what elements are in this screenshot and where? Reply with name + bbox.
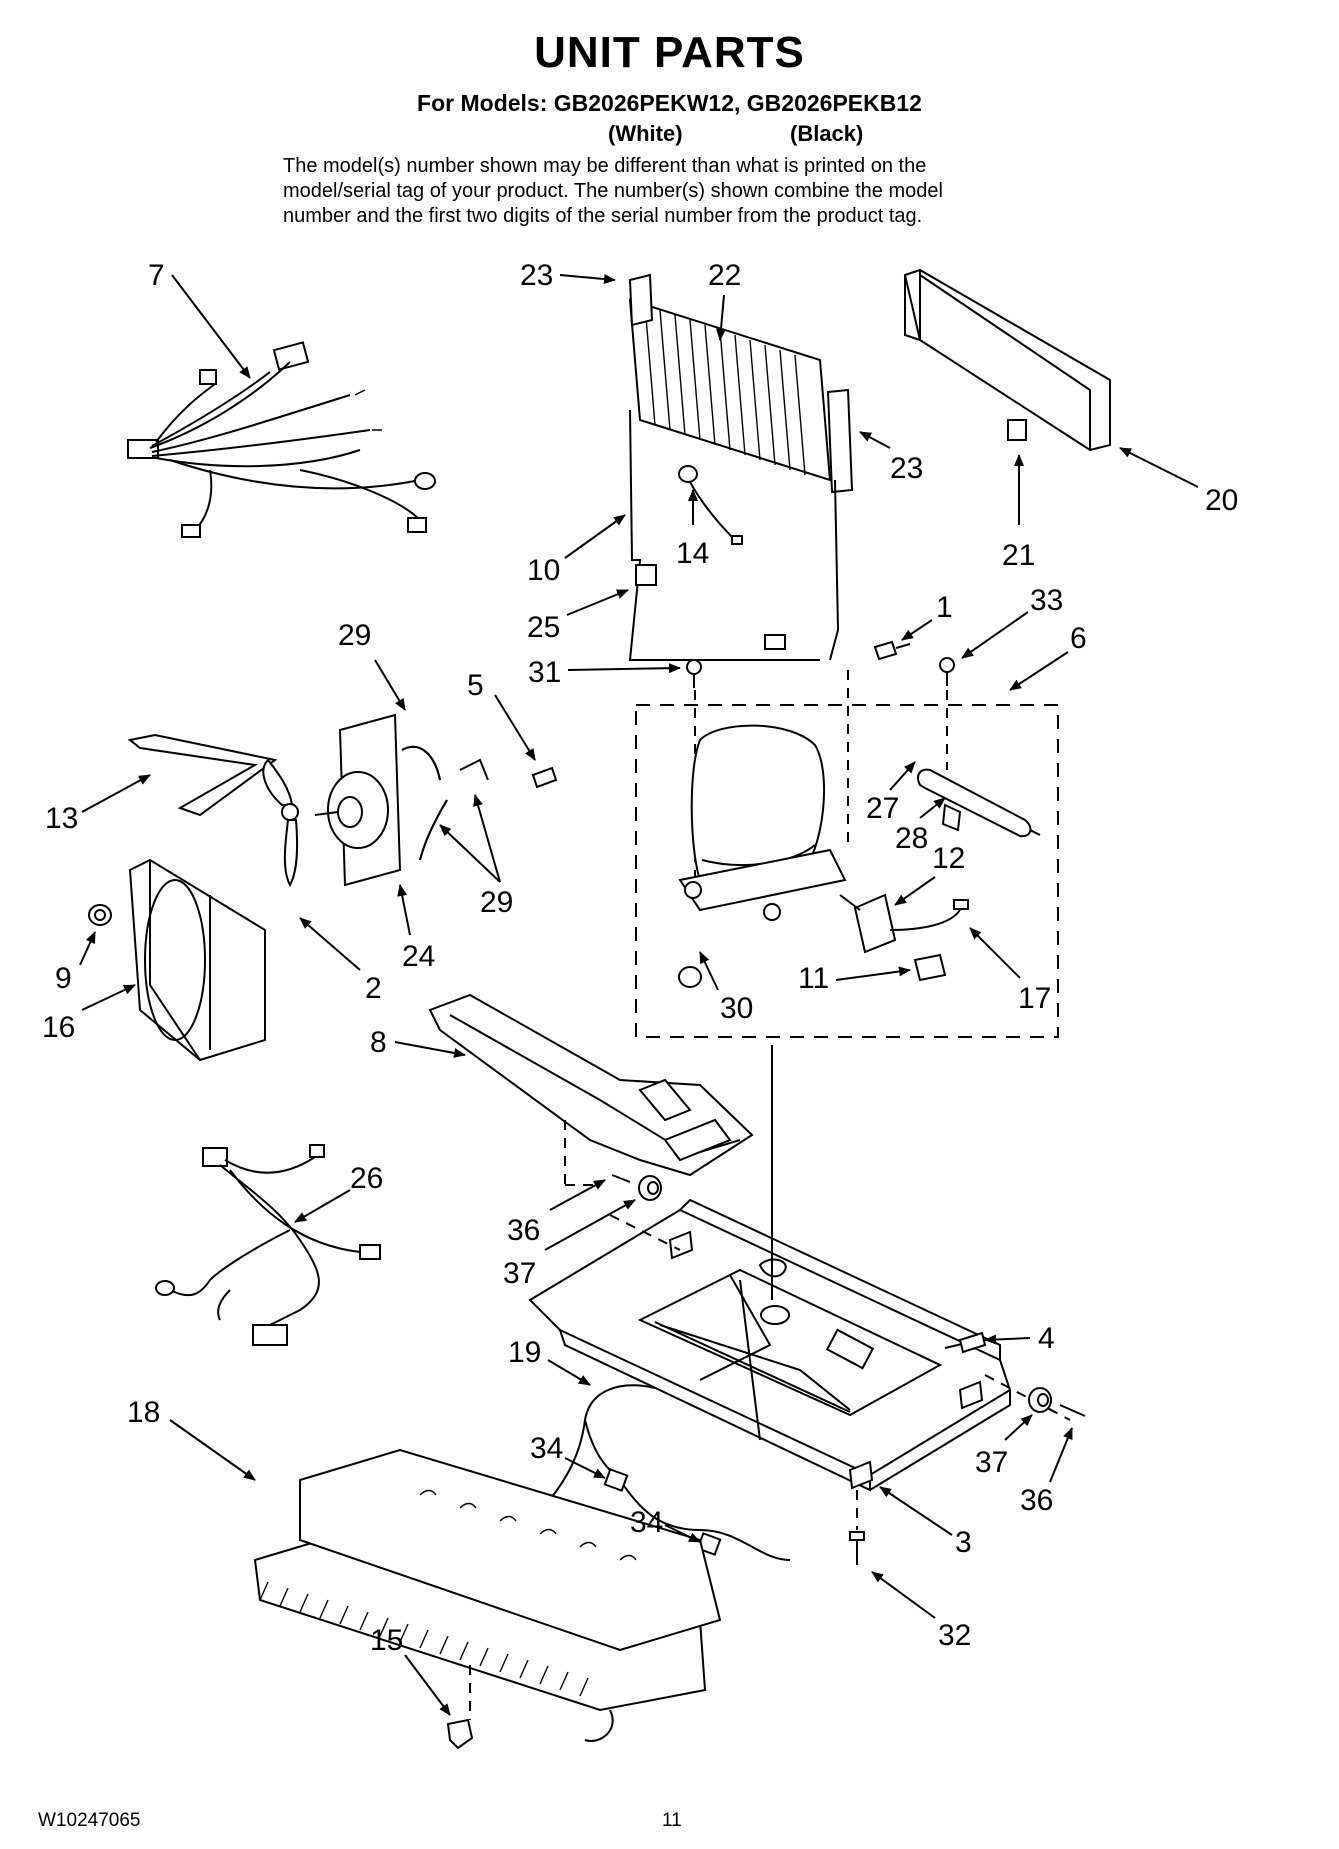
condenser-18 — [253, 1448, 722, 1742]
evaporator-22 — [628, 273, 854, 661]
callout-6: 6 — [1070, 622, 1087, 655]
cover-20 — [903, 268, 1111, 452]
callout-28: 28 — [895, 822, 928, 855]
callout-5: 5 — [467, 669, 484, 702]
callout-36: 36 — [1020, 1484, 1053, 1517]
screw-33 — [939, 657, 955, 686]
callout-12: 12 — [932, 842, 965, 875]
callout-22: 22 — [708, 259, 741, 292]
callout-29: 29 — [338, 619, 371, 652]
callout-16: 16 — [42, 1011, 75, 1044]
callout-18: 18 — [127, 1396, 160, 1429]
variant-black: (Black) — [790, 121, 864, 146]
callout-20: 20 — [1205, 484, 1238, 517]
callout-33: 33 — [1030, 584, 1063, 617]
fan-motor-24 — [314, 713, 402, 887]
base-plate — [528, 1045, 1071, 1492]
callout-13: 13 — [45, 802, 78, 835]
clip-15 — [446, 1718, 474, 1750]
callout-25: 25 — [527, 611, 560, 644]
note-line: number and the first two digits of the s… — [283, 205, 923, 227]
callout-24: 24 — [402, 940, 435, 973]
note-line: model/serial tag of your product. The nu… — [283, 180, 943, 202]
wire-harness-26 — [155, 1144, 381, 1346]
tube-29 — [401, 745, 489, 861]
grommet-9 — [88, 904, 112, 926]
callout-14: 14 — [676, 537, 709, 570]
callout-30: 30 — [720, 992, 753, 1025]
fan-shroud-16 — [128, 858, 266, 1062]
callout-23: 23 — [890, 452, 923, 485]
callout-36: 36 — [507, 1214, 540, 1247]
callout-labels: 7 23 22 23 20 21 10 14 25 1 33 6 — [42, 259, 1238, 1716]
callout-8: 8 — [370, 1026, 387, 1059]
document-number: W10247065 — [38, 1810, 141, 1831]
grommet-37-left — [638, 1175, 662, 1201]
grommet-37-right — [1028, 1387, 1052, 1413]
callout-3: 3 — [955, 1526, 972, 1559]
fan-blade-2 — [262, 758, 299, 888]
insulator-34a — [603, 1468, 629, 1492]
callout-15: 15 — [370, 1624, 403, 1657]
callout-10: 10 — [527, 554, 560, 587]
callout-23: 23 — [520, 259, 553, 292]
screw-4 — [944, 1331, 987, 1354]
callout-17: 17 — [1018, 982, 1051, 1015]
screw-31 — [686, 659, 702, 688]
drain-pan-8 — [428, 993, 754, 1177]
callout-34: 34 — [630, 1506, 663, 1539]
relay-12 — [839, 893, 897, 954]
overload-11 — [913, 953, 947, 982]
callout-29: 29 — [480, 886, 513, 919]
callout-11: 11 — [798, 962, 829, 995]
page-title: UNIT PARTS — [534, 28, 805, 77]
model-number-note: The model(s) number shown may be differe… — [283, 154, 1083, 229]
wire-17 — [889, 899, 969, 931]
compressor-assembly-6 — [635, 670, 1059, 1038]
page-number: 11 — [662, 1810, 682, 1831]
screw-5 — [531, 766, 558, 789]
callout-26: 26 — [350, 1162, 383, 1195]
callout-19: 19 — [508, 1336, 541, 1369]
callout-9: 9 — [55, 962, 72, 995]
callout-37: 37 — [975, 1446, 1008, 1479]
pin-36-right — [1059, 1404, 1086, 1417]
thermostat-14 — [678, 465, 743, 545]
model-numbers: For Models: GB2026PEKW12, GB2026PEKB12 — [417, 90, 922, 116]
screw-32 — [849, 1490, 865, 1565]
screw-1 — [873, 640, 911, 661]
callout-1: 1 — [936, 591, 953, 624]
pin-36-left — [611, 1174, 631, 1183]
wire-harness-7 — [127, 341, 436, 538]
variant-white: (White) — [608, 121, 683, 146]
callout-27: 27 — [866, 792, 899, 825]
callout-37: 37 — [503, 1257, 536, 1290]
filter-drier-27 — [917, 768, 1041, 838]
gasket-13 — [127, 733, 278, 817]
callout-31: 31 — [528, 656, 561, 689]
callout-32: 32 — [938, 1619, 971, 1652]
note-line: The model(s) number shown may be differe… — [283, 155, 927, 177]
callout-2: 2 — [365, 972, 382, 1005]
callout-4: 4 — [1038, 1322, 1055, 1355]
callout-7: 7 — [148, 259, 165, 292]
callout-34: 34 — [530, 1432, 563, 1465]
callout-21: 21 — [1002, 539, 1035, 572]
